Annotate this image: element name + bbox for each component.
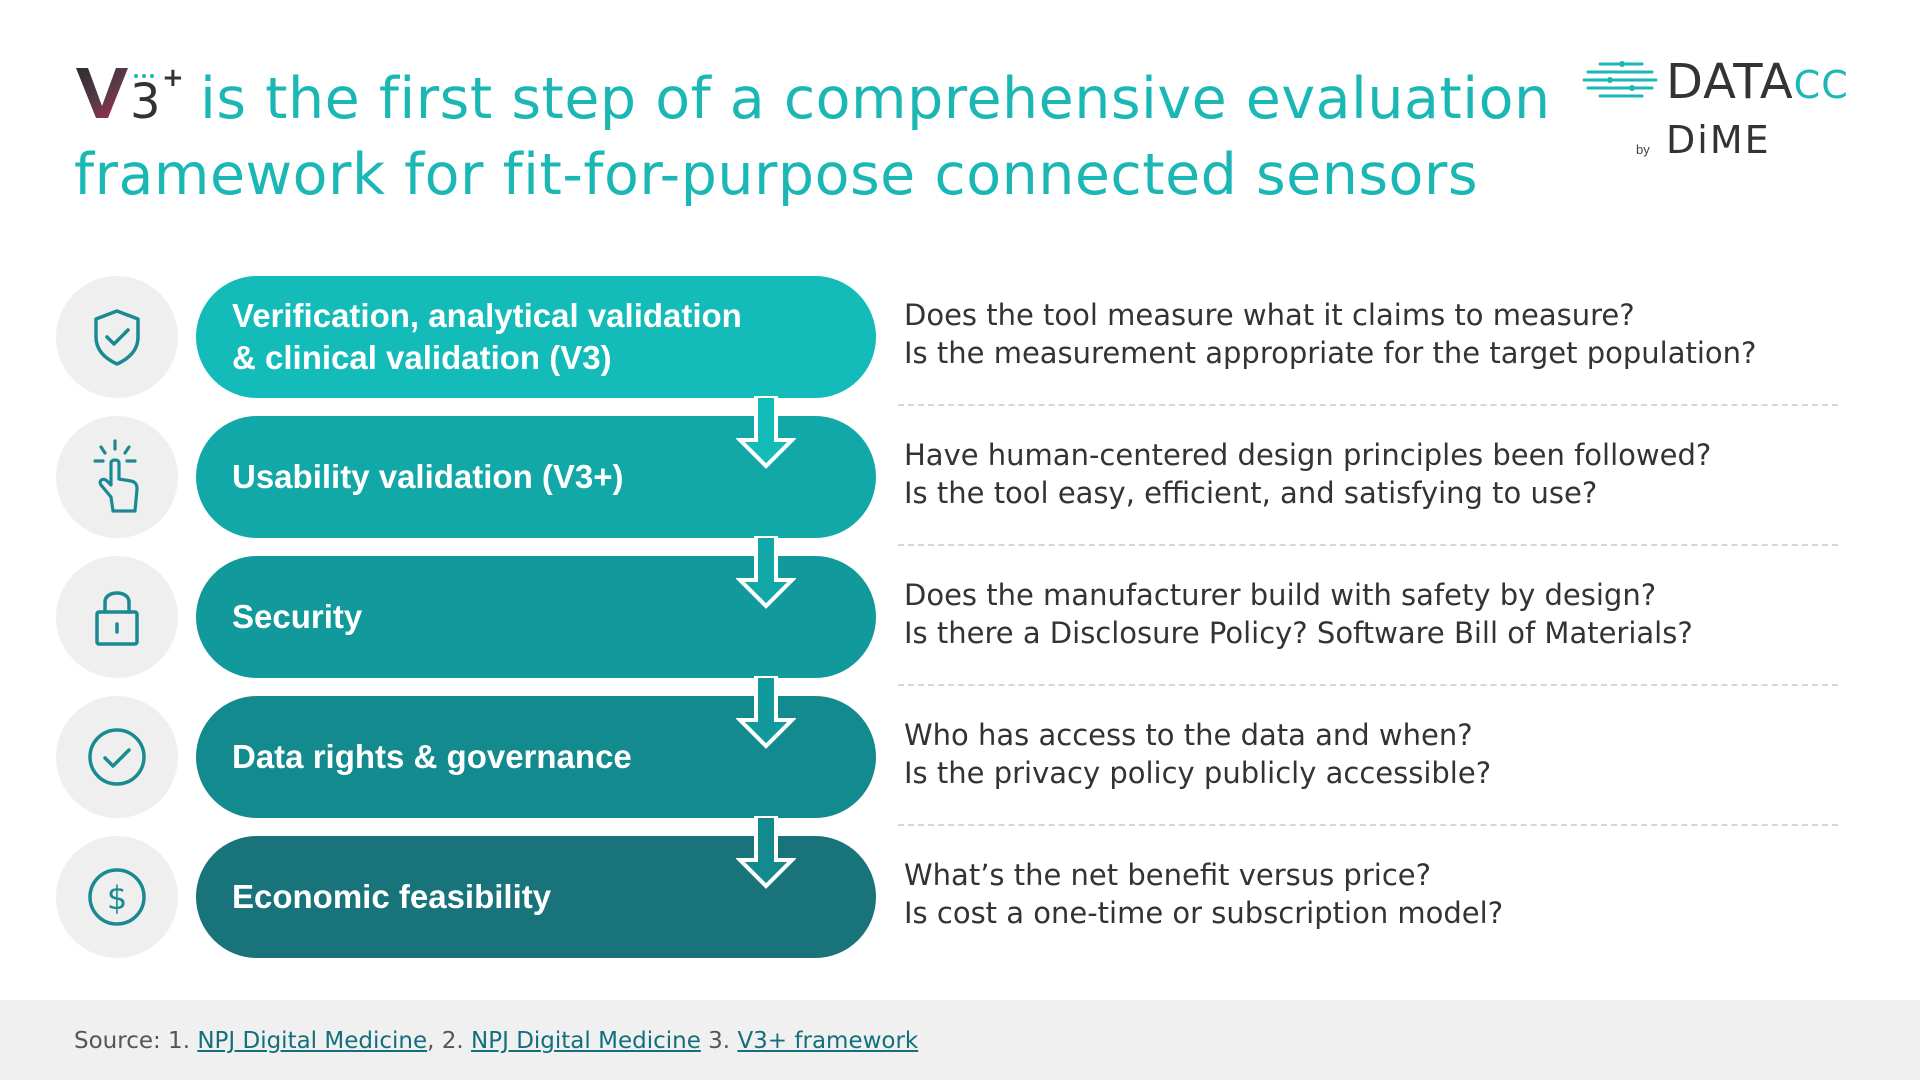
question-text: Is there a Disclosure Policy? Software B…: [904, 616, 1693, 650]
title-text: is the first step of a comprehensive eva…: [74, 66, 1551, 208]
step-row-usability: Usability validation (V3+) Have human-ce…: [56, 414, 1846, 609]
question-text: Have human-centered design principles be…: [904, 438, 1712, 472]
page-title: 3 + is the first step of a comprehensive…: [74, 62, 1564, 210]
step-label: Data rights & governance: [232, 738, 632, 775]
brand-logo: DATACC by DiME: [1582, 52, 1892, 172]
step-label: Usability validation (V3+): [232, 458, 624, 495]
svg-text:3: 3: [130, 74, 161, 124]
dollar-circle-icon: $: [56, 836, 178, 958]
source-prefix: Source: 1.: [74, 1028, 190, 1054]
step-label: Security: [232, 598, 363, 635]
check-circle-icon: [56, 696, 178, 818]
step-row-data-rights: Data rights & governance Who has access …: [56, 694, 1846, 889]
divider: [898, 684, 1838, 686]
divider: [898, 544, 1838, 546]
step-pill: Verification, analytical validation & cl…: [196, 276, 876, 398]
divider: [898, 824, 1838, 826]
source-line: Source: 1. NPJ Digital Medicine, 2. NPJ …: [74, 1028, 918, 1054]
shield-check-icon: [56, 276, 178, 398]
down-arrow-icon: [736, 536, 796, 609]
step-label: Economic feasibility: [232, 878, 552, 915]
question-text: Who has access to the data and when?: [904, 718, 1473, 752]
header: 3 + is the first step of a comprehensive…: [74, 62, 1564, 210]
step-label: Verification, analytical validation & cl…: [232, 297, 742, 376]
down-arrow-icon: [736, 816, 796, 889]
question-text: What’s the net benefit versus price?: [904, 858, 1431, 892]
source-separator: 3.: [700, 1028, 731, 1054]
step-questions: Does the manufacturer build with safety …: [904, 576, 1884, 652]
brand-by: by: [1636, 142, 1650, 157]
source-link-1[interactable]: NPJ Digital Medicine: [197, 1028, 428, 1054]
source-link-2[interactable]: NPJ Digital Medicine: [471, 1028, 701, 1054]
step-row-economic: $ Economic feasibility What’s the net be…: [56, 834, 1846, 958]
source-separator: , 2.: [427, 1028, 464, 1054]
dime-logo: DiME: [1666, 118, 1771, 162]
question-text: Is the tool easy, efficient, and satisfy…: [904, 476, 1598, 510]
step-row-v3: Verification, analytical validation & cl…: [56, 274, 1846, 469]
step-questions: Does the tool measure what it claims to …: [904, 296, 1884, 372]
question-text: Is cost a one-time or subscription model…: [904, 896, 1504, 930]
framework-steps: Verification, analytical validation & cl…: [56, 274, 1846, 964]
step-row-security: Security Does the manufacturer build wit…: [56, 554, 1846, 749]
down-arrow-icon: [736, 396, 796, 469]
question-text: Does the manufacturer build with safety …: [904, 578, 1657, 612]
question-text: Is the privacy policy publicly accessibl…: [904, 756, 1492, 790]
brand-name: DATACC: [1666, 54, 1849, 110]
footer: Source: 1. NPJ Digital Medicine, 2. NPJ …: [0, 1000, 1920, 1080]
svg-text:+: +: [162, 63, 184, 93]
step-questions: Have human-centered design principles be…: [904, 436, 1884, 512]
step-questions: Who has access to the data and when? Is …: [904, 716, 1884, 792]
svg-text:$: $: [107, 879, 127, 917]
question-text: Is the measurement appropriate for the t…: [904, 336, 1757, 370]
question-text: Does the tool measure what it claims to …: [904, 298, 1635, 332]
divider: [898, 404, 1838, 406]
step-questions: What’s the net benefit versus price? Is …: [904, 856, 1884, 932]
hand-tap-icon: [56, 416, 178, 538]
down-arrow-icon: [736, 676, 796, 749]
source-link-3[interactable]: V3+ framework: [737, 1028, 919, 1054]
lock-icon: [56, 556, 178, 678]
v3-logo-icon: 3 +: [74, 62, 186, 140]
circuit-icon: [1582, 61, 1658, 98]
